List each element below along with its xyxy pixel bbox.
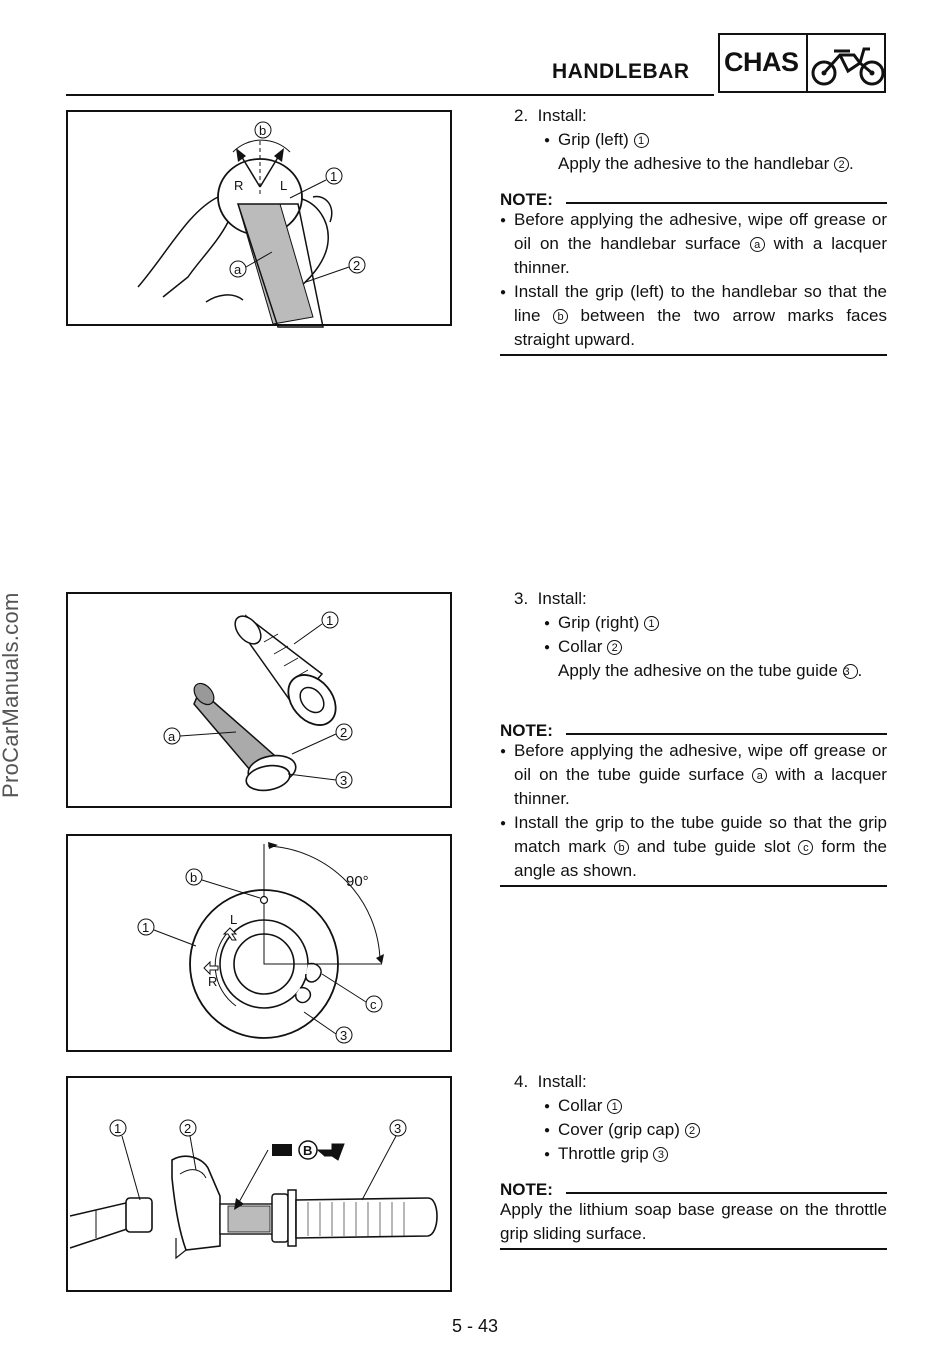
step4-item-collar: Collar 1	[544, 1094, 623, 1119]
step4-item-cover: Cover (grip cap) 2	[544, 1118, 700, 1143]
step4-note-end-rule	[500, 1248, 887, 1250]
step2-item-grip-left: Grip (left) 1	[544, 128, 649, 153]
step3-apply: Apply the adhesive on the tube guide 3.	[558, 661, 863, 680]
callout-b: b	[259, 123, 266, 138]
callout-1: 1	[114, 1121, 121, 1136]
figure-grip-angle-drawing: 90° L R b 1 c 3	[137, 842, 384, 1044]
motorcycle-icon	[811, 47, 885, 86]
step3-note-2: ●Install the grip to the tube guide so t…	[500, 813, 888, 880]
step2-heading: 2. Install:	[514, 106, 587, 125]
callout-2: 2	[340, 725, 347, 740]
step2-note-1: ●Before applying the adhesive, wipe off …	[500, 210, 887, 277]
step3-item-collar: Collar 2	[544, 635, 623, 660]
grease-b-mark: B	[303, 1143, 312, 1158]
step4-note-rule	[566, 1192, 887, 1194]
watermark: ProCarManuals.com	[0, 592, 23, 798]
step3-note-rule	[566, 733, 887, 735]
l-mark: L	[280, 178, 287, 193]
step3-note-end-rule	[500, 885, 887, 887]
r-mark: R	[208, 974, 217, 989]
callout-3: 3	[340, 1028, 347, 1043]
callout-b: b	[190, 870, 197, 885]
step3-note-1: ●Before applying the adhesive, wipe off …	[500, 741, 887, 808]
step4-heading: 4. Install:	[514, 1072, 587, 1091]
section-divider	[806, 35, 808, 93]
step3-item-grip-right: Grip (right) 1	[544, 611, 659, 636]
page-title: HANDLEBAR	[552, 60, 690, 83]
step3-note-label: NOTE:	[500, 721, 553, 740]
callout-c: c	[370, 997, 377, 1012]
figure-grip-left: R L b 1 a 2	[66, 110, 452, 328]
callout-1: 1	[326, 613, 333, 628]
callout-3: 3	[394, 1121, 401, 1136]
r-mark: R	[234, 178, 243, 193]
figure-grip-right-collar: 1 a 2 3	[66, 592, 452, 808]
figure-grip-left-drawing: R L b 1 a 2	[137, 121, 366, 328]
section-badge: CHAS	[718, 33, 886, 93]
figure-grip-right-drawing: 1 a 2 3	[163, 611, 353, 792]
callout-3: 3	[340, 773, 347, 788]
step4-item-throttle-grip: Throttle grip 3	[544, 1142, 669, 1167]
step3-heading: 3. Install:	[514, 589, 587, 608]
figure-grip-angle: 90° L R b 1 c 3	[66, 834, 452, 1052]
step4-note-label: NOTE:	[500, 1180, 553, 1199]
page-number: 5 - 43	[452, 1316, 499, 1336]
callout-2: 2	[184, 1121, 191, 1136]
figure-throttle-grip-drawing: B 1 2 3	[69, 1119, 438, 1260]
section-code: CHAS	[724, 47, 799, 77]
header-rule	[66, 94, 714, 96]
step2-note-label: NOTE:	[500, 190, 553, 209]
figure-throttle-grip: B 1 2 3	[66, 1076, 452, 1292]
callout-1: 1	[330, 169, 337, 184]
callout-1: 1	[142, 920, 149, 935]
step2-note-rule	[566, 202, 887, 204]
callout-a: a	[234, 262, 242, 277]
step2-note-end-rule	[500, 354, 887, 356]
l-mark: L	[230, 912, 237, 927]
callout-a: a	[168, 729, 176, 744]
callout-2: 2	[353, 258, 360, 273]
step2-apply: Apply the adhesive to the handlebar 2.	[558, 154, 854, 173]
angle-label: 90°	[346, 873, 369, 890]
step2-note-2: ●Install the grip (left) to the handleba…	[500, 282, 887, 349]
step4-note-text: Apply the lithium soap base grease on th…	[500, 1200, 887, 1243]
